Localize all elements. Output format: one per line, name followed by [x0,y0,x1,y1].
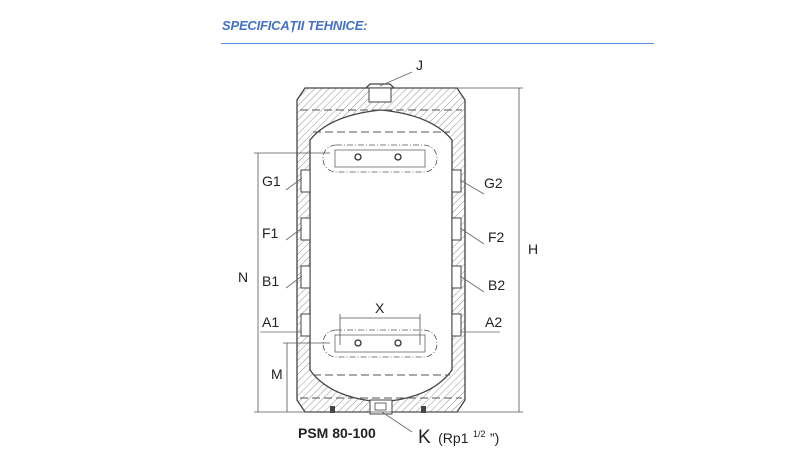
upper-coil [322,144,438,173]
label-b2: B2 [488,277,505,293]
tank-shell [296,87,466,413]
label-m: M [271,366,283,382]
side-nozzles [260,169,500,337]
label-j: J [416,57,423,73]
dimension-lines [254,87,523,413]
k-thread-prefix: (Rp1 [438,430,469,446]
k-thread-suffix: ”) [490,430,499,446]
label-f2: F2 [488,229,505,245]
section-title: SPECIFICAȚII TEHNICE: [222,18,368,33]
k-letter: K [418,427,431,448]
title-underline [221,43,654,44]
label-x: X [375,300,385,316]
label-f1: F1 [262,225,279,241]
label-b1: B1 [262,273,279,289]
model-name: PSM 80-100 [298,425,376,441]
label-g1: G1 [262,173,281,189]
label-a2: A2 [485,314,502,330]
k-thread-sup: 1/2 [473,429,486,439]
lower-coil [322,329,438,358]
label-h: H [528,241,538,257]
label-k: K (Rp1 1/2 ”) [418,424,499,448]
connection-j [365,71,413,103]
connection-k [330,399,426,433]
label-g2: G2 [484,175,503,191]
label-n: N [238,269,248,285]
label-a1: A1 [262,314,279,330]
